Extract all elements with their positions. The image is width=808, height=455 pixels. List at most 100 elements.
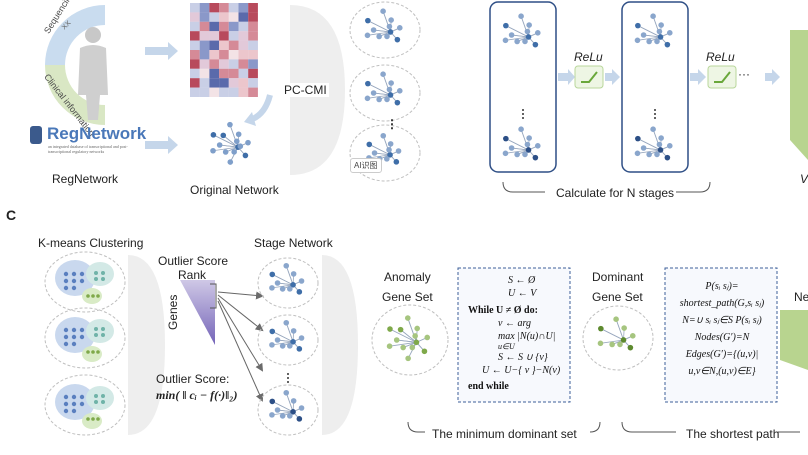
- cluster-point: [86, 294, 90, 298]
- heatmap-cell: [190, 68, 200, 79]
- cluster-point: [79, 327, 85, 333]
- cluster-point: [63, 327, 69, 333]
- network-node: [650, 13, 656, 19]
- cluster-point: [96, 350, 100, 354]
- top-right-cut-label: V: [800, 172, 808, 186]
- network-node: [269, 271, 276, 278]
- cluster-point: [79, 271, 85, 277]
- heatmap-cell: [209, 3, 220, 13]
- network-node: [386, 86, 393, 93]
- network-node: [233, 138, 240, 145]
- cluster-point: [63, 285, 69, 291]
- network-node: [526, 135, 532, 141]
- heatmap-cell: [248, 78, 258, 88]
- heatmap-cell: [228, 31, 239, 41]
- network-node: [657, 34, 664, 40]
- cluster-point: [96, 417, 100, 421]
- regnetwork-logo: RegNetwork: [47, 124, 147, 143]
- network-node: [269, 398, 276, 405]
- network-node: [404, 315, 411, 321]
- network-node: [210, 147, 216, 154]
- cluster-point: [101, 327, 105, 331]
- network-node: [656, 141, 663, 148]
- heatmap-cell: [190, 3, 200, 13]
- network-node: [290, 409, 296, 415]
- cluster-point: [79, 278, 85, 284]
- gene-network: [502, 13, 541, 48]
- network-node: [235, 131, 242, 138]
- kmeans-label: K-means Clustering: [38, 236, 144, 250]
- heatmap-cell: [190, 12, 200, 22]
- heatmap-cell: [228, 40, 239, 50]
- network-node: [621, 325, 627, 331]
- gene-network: [269, 319, 305, 352]
- genes-label: Genes: [166, 294, 180, 330]
- heatmap-cell: [190, 78, 200, 88]
- ellipsis-dot: [522, 109, 524, 111]
- cluster-point: [94, 333, 98, 337]
- network-node: [508, 32, 515, 38]
- network-edge: [505, 36, 529, 41]
- network-node: [296, 346, 303, 352]
- network-node: [414, 325, 420, 332]
- cluster-point: [94, 277, 98, 281]
- network-node: [400, 344, 406, 351]
- network-node: [526, 22, 532, 28]
- network-node: [298, 335, 305, 341]
- network-node: [290, 282, 296, 288]
- heatmap-cell: [238, 87, 249, 97]
- top-dots: ⋮: [386, 117, 398, 131]
- network-node: [617, 341, 623, 348]
- section-c-letter: C: [6, 207, 17, 223]
- outlier-rank-triangle: [180, 280, 215, 345]
- heatmap-cell: [190, 40, 200, 50]
- network-node: [598, 325, 604, 332]
- algo2-line: Edges(G′)={(u,v)|: [685, 349, 759, 360]
- ellipsis-dot: [287, 373, 289, 375]
- network-edge: [223, 135, 239, 148]
- network-node: [237, 143, 244, 150]
- network-edge: [511, 147, 529, 151]
- heatmap-cell: [228, 12, 239, 22]
- network-node: [502, 150, 509, 157]
- heatmap-cell: [238, 59, 249, 69]
- network-node: [296, 289, 303, 295]
- ai-badge[interactable]: AI识图: [350, 158, 382, 173]
- algo-box-2: [664, 267, 778, 403]
- algo-box-1: [457, 267, 571, 403]
- gene-network: [502, 126, 541, 161]
- heatmap-cell: [209, 87, 220, 97]
- algo2-line: u,v∈N,(u,v)∈E}: [688, 366, 756, 377]
- network-edge: [213, 134, 239, 148]
- cluster-point: [101, 277, 105, 281]
- heatmap-cell: [199, 50, 210, 60]
- outlier-formula: min( ‖ cᵢ − f(·)‖₂): [156, 388, 238, 402]
- cluster-point: [63, 394, 69, 400]
- network-node: [283, 262, 290, 269]
- heatmap-cell: [199, 12, 210, 22]
- cluster-point: [79, 334, 85, 340]
- network-edge: [600, 339, 624, 344]
- network-node: [635, 135, 641, 142]
- relu-ellipsis: ···: [738, 67, 750, 81]
- heatmap-cell: [248, 3, 258, 13]
- relu-box-2: [707, 65, 737, 89]
- network-edge: [389, 341, 417, 347]
- algo2-line: shortest_path(G,sᵢ sⱼ): [679, 298, 765, 309]
- cluster-point: [91, 417, 95, 421]
- network-edge: [637, 138, 661, 151]
- network-edge: [511, 34, 529, 38]
- heatmap-cell: [199, 3, 210, 13]
- network-node: [274, 407, 281, 413]
- network-edge: [367, 83, 391, 96]
- network-node: [274, 337, 281, 343]
- network-node: [613, 316, 619, 322]
- cluster-point: [71, 285, 77, 291]
- heatmap-cell: [219, 68, 229, 79]
- network-node: [384, 33, 390, 40]
- heatmap-cell: [219, 78, 229, 88]
- kmeans-points: [63, 271, 105, 421]
- network-node: [409, 344, 416, 351]
- cluster-point: [94, 271, 98, 275]
- cluster-point: [71, 394, 77, 400]
